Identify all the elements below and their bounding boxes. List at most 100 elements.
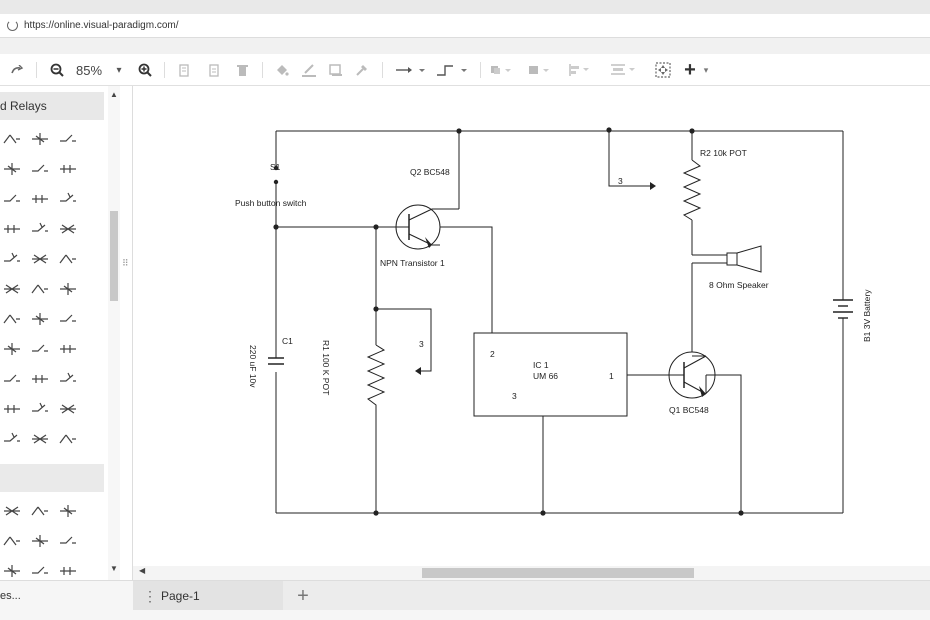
reload-icon[interactable]: [7, 20, 18, 31]
c1-value-label: 220 uF 10v: [248, 345, 258, 388]
more-shapes-button[interactable]: es...: [0, 581, 133, 611]
paste-icon[interactable]: [204, 60, 224, 80]
distribute-icon[interactable]: [608, 60, 640, 80]
relay-symbol-icon[interactable]: [30, 399, 50, 419]
relay-symbol-icon[interactable]: [30, 339, 50, 359]
r2-resistor: [682, 159, 702, 221]
relay-symbol-icon[interactable]: [2, 279, 22, 299]
page-menu-icon[interactable]: ⋮: [143, 587, 157, 604]
relay-symbol-icon[interactable]: [30, 279, 50, 299]
relay-symbol-icon[interactable]: [2, 309, 22, 329]
relay-symbol-icon[interactable]: [2, 501, 22, 521]
relay-symbol-icon[interactable]: [58, 219, 78, 239]
relay-symbol-icon[interactable]: [58, 561, 78, 580]
relay-symbol-icon[interactable]: [58, 249, 78, 269]
relay-symbol-icon[interactable]: [30, 309, 50, 329]
relay-symbol-icon[interactable]: [58, 369, 78, 389]
shape-row: [0, 424, 104, 454]
relay-symbol-icon[interactable]: [58, 531, 78, 551]
waypoint-style-dropdown[interactable]: [434, 60, 472, 80]
delete-icon[interactable]: [232, 60, 252, 80]
r2-pin3-label: 3: [618, 176, 623, 186]
zoom-out-icon[interactable]: [46, 60, 68, 80]
shape-row: [0, 364, 104, 394]
relay-symbol-icon[interactable]: [58, 189, 78, 209]
relay-symbol-icon[interactable]: [30, 369, 50, 389]
relay-symbol-icon[interactable]: [58, 129, 78, 149]
relay-symbol-icon[interactable]: [30, 189, 50, 209]
relay-symbol-icon[interactable]: [2, 369, 22, 389]
r2-wiper-arrow: [650, 182, 656, 190]
relay-symbol-icon[interactable]: [58, 399, 78, 419]
to-front-icon[interactable]: [488, 60, 516, 80]
to-back-icon[interactable]: [526, 60, 554, 80]
more-shapes-label: es...: [0, 590, 21, 602]
relay-symbol-icon[interactable]: [58, 159, 78, 179]
category-header-collapsed[interactable]: [0, 464, 104, 492]
relay-symbol-icon[interactable]: [2, 159, 22, 179]
format-painter-icon[interactable]: [352, 60, 372, 80]
scroll-down-icon[interactable]: ▼: [110, 564, 118, 573]
relay-symbol-icon[interactable]: [58, 501, 78, 521]
c1-label: C1: [282, 336, 293, 346]
add-page-button[interactable]: +: [297, 584, 309, 607]
relay-symbol-icon[interactable]: [30, 159, 50, 179]
relay-symbol-icon[interactable]: [30, 429, 50, 449]
zoom-value: 85%: [75, 62, 103, 78]
relay-symbol-icon[interactable]: [2, 249, 22, 269]
fit-page-icon[interactable]: [652, 60, 674, 80]
relay-symbol-icon[interactable]: [2, 531, 22, 551]
redo-icon[interactable]: [6, 60, 28, 80]
scroll-left-icon[interactable]: ◀: [139, 566, 146, 575]
url-text[interactable]: https://online.visual-paradigm.com/: [24, 20, 179, 31]
add-shape-dropdown-icon[interactable]: ▾: [703, 64, 709, 75]
q1-emitter-arrow: [699, 386, 706, 397]
relay-symbol-icon[interactable]: [30, 561, 50, 580]
sidebar-scrollbar[interactable]: ▲ ▼: [108, 86, 120, 580]
shadow-icon[interactable]: [326, 60, 346, 80]
q1-label: Q1 BC548: [669, 405, 709, 415]
page-tab[interactable]: ⋮ Page-1: [133, 581, 283, 611]
ic-pin3-label: 3: [512, 391, 517, 401]
line-color-icon[interactable]: [298, 60, 320, 80]
relay-symbol-icon[interactable]: [2, 561, 22, 580]
toolbar-separator: [382, 62, 383, 78]
zoom-dropdown-icon[interactable]: ▾: [116, 64, 122, 76]
add-shape-icon[interactable]: +: [684, 58, 696, 81]
toolbar-separator: [480, 62, 481, 78]
speaker-icon: [726, 252, 738, 266]
copy-icon[interactable]: [174, 60, 194, 80]
relay-symbol-icon[interactable]: [2, 189, 22, 209]
sidebar-scroll-thumb[interactable]: [110, 211, 118, 301]
panel-splitter-icon[interactable]: ⠿: [122, 258, 129, 268]
relay-symbol-icon[interactable]: [2, 219, 22, 239]
relay-symbol-icon[interactable]: [58, 309, 78, 329]
align-icon[interactable]: [566, 60, 594, 80]
relay-symbol-icon[interactable]: [2, 399, 22, 419]
canvas-horizontal-scrollbar[interactable]: ◀: [133, 566, 930, 580]
relay-symbol-icon[interactable]: [2, 429, 22, 449]
shape-row: [0, 184, 104, 214]
zoom-level-select[interactable]: 85%: [74, 60, 104, 80]
relay-symbol-icon[interactable]: [2, 129, 22, 149]
relay-symbol-icon[interactable]: [58, 339, 78, 359]
relay-symbol-icon[interactable]: [30, 501, 50, 521]
relay-symbol-icon[interactable]: [58, 429, 78, 449]
relay-symbol-icon[interactable]: [30, 531, 50, 551]
shape-row: [0, 304, 104, 334]
q2-label: Q2 BC548: [410, 167, 450, 177]
relay-symbol-icon[interactable]: [30, 129, 50, 149]
scroll-up-icon[interactable]: ▲: [110, 90, 118, 99]
relay-symbol-icon[interactable]: [58, 279, 78, 299]
relay-symbol-icon[interactable]: [30, 219, 50, 239]
relay-symbol-icon[interactable]: [2, 339, 22, 359]
relay-symbol-icon[interactable]: [30, 249, 50, 269]
category-header[interactable]: d Relays: [0, 92, 104, 120]
circuit-diagram[interactable]: S1 Push button switch Q2 BC548 NPN Trans…: [133, 86, 930, 566]
connector-style-dropdown[interactable]: [394, 60, 430, 80]
address-bar[interactable]: https://online.visual-paradigm.com/: [0, 14, 930, 38]
diagram-canvas[interactable]: S1 Push button switch Q2 BC548 NPN Trans…: [133, 86, 930, 566]
canvas-scroll-thumb[interactable]: [422, 568, 694, 578]
zoom-in-icon[interactable]: [134, 60, 156, 80]
fill-color-icon[interactable]: [272, 60, 292, 80]
